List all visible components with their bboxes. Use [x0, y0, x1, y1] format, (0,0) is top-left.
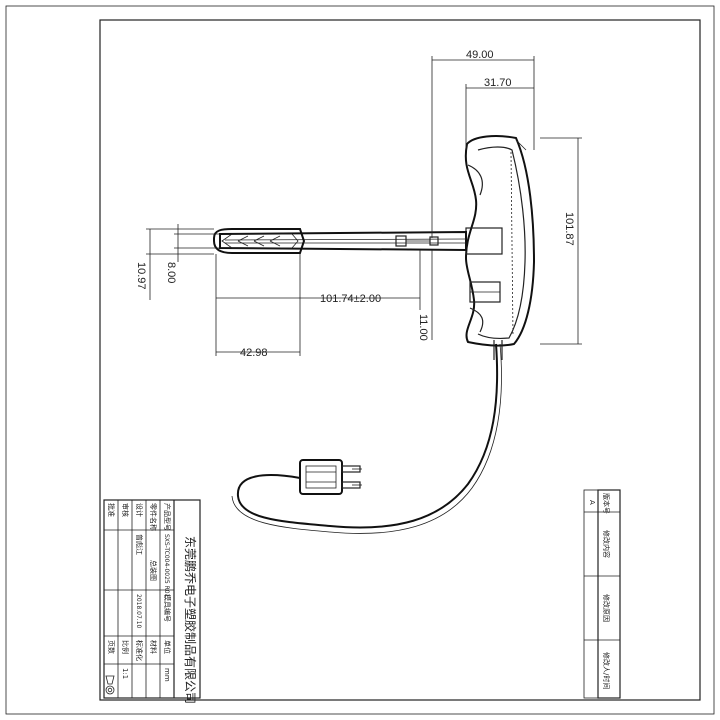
company-name: 东莞鹏乔电子塑胶制品有限公司	[183, 536, 198, 704]
probe-sleeve	[213, 228, 306, 254]
label-unit: 单位	[163, 640, 172, 654]
label-person-time: 修改人/时间	[602, 652, 611, 689]
label-review: 审核	[121, 503, 130, 517]
probe-stem	[219, 230, 467, 252]
label-material: 材料	[149, 640, 158, 654]
label-design: 设计	[135, 503, 144, 517]
dim-height-handle: 101.87	[563, 212, 575, 246]
handle-collar	[465, 227, 503, 255]
title-block	[103, 499, 201, 699]
label-ratio: 比例	[121, 640, 130, 654]
cable	[236, 343, 499, 529]
outer-frame	[5, 5, 715, 715]
dim-sleeve-length: 42.98	[240, 347, 268, 359]
label-product-model: 产品型号	[163, 503, 172, 531]
handle-outer	[464, 135, 536, 347]
value-part-name: 总装图	[149, 560, 158, 581]
label-page: 页数	[107, 640, 116, 654]
label-part-name: 零件名称	[149, 503, 158, 531]
label-content: 修改内容	[602, 530, 611, 558]
value-unit: mm	[163, 668, 171, 682]
dimension-lines	[146, 56, 582, 356]
value-designer: 曾彪江	[135, 534, 144, 555]
value-scale: 1:1	[121, 668, 129, 679]
value-date: 2018.07.10	[135, 594, 142, 629]
grip-rib-1	[467, 164, 483, 196]
inner-frame	[99, 19, 701, 701]
projection-symbol-icon	[105, 675, 115, 695]
revision-block	[583, 489, 621, 699]
label-standard: 标准化	[135, 640, 144, 661]
label-approve: 批准	[107, 503, 116, 517]
dim-stem-dia: 11.00	[417, 314, 429, 341]
probe-assembly	[213, 135, 536, 534]
dim-tip-inner: 8.00	[165, 262, 177, 283]
label-mold-no: 模具编号	[163, 594, 172, 622]
dim-tip-outer: 10.97	[135, 262, 147, 290]
dim-width-handle: 31.70	[484, 77, 512, 89]
label-reason: 修改原因	[602, 594, 611, 622]
dim-width-total: 49.00	[466, 49, 494, 61]
dim-probe-length: 101.74±2.00	[320, 293, 381, 305]
grip-rib-2	[469, 307, 484, 333]
label-rev-no: 版本号	[602, 493, 611, 514]
value-rev: A	[588, 500, 596, 505]
value-product-model: SXS-TC004-0025 R01	[163, 534, 170, 598]
handle-inner	[477, 146, 526, 339]
thermocouple-connector	[299, 459, 362, 495]
